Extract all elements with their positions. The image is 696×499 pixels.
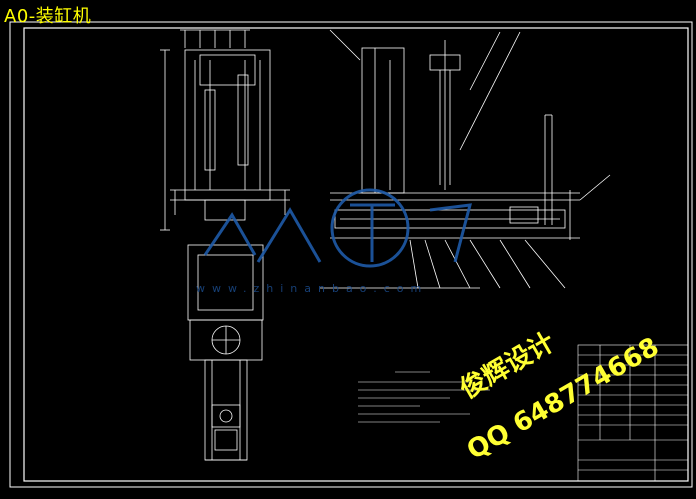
logo-watermark-icon: [203, 188, 473, 268]
drawing-frame: [9, 21, 693, 488]
left-front-view: [160, 29, 290, 231]
site-watermark: www.zhinanbao.com: [196, 282, 429, 295]
title-block: [577, 344, 689, 482]
technical-notes: [358, 371, 490, 423]
right-side-view: [320, 29, 611, 289]
drawing-title: A0-装缸机: [4, 6, 92, 27]
left-plan-view: [187, 244, 264, 461]
